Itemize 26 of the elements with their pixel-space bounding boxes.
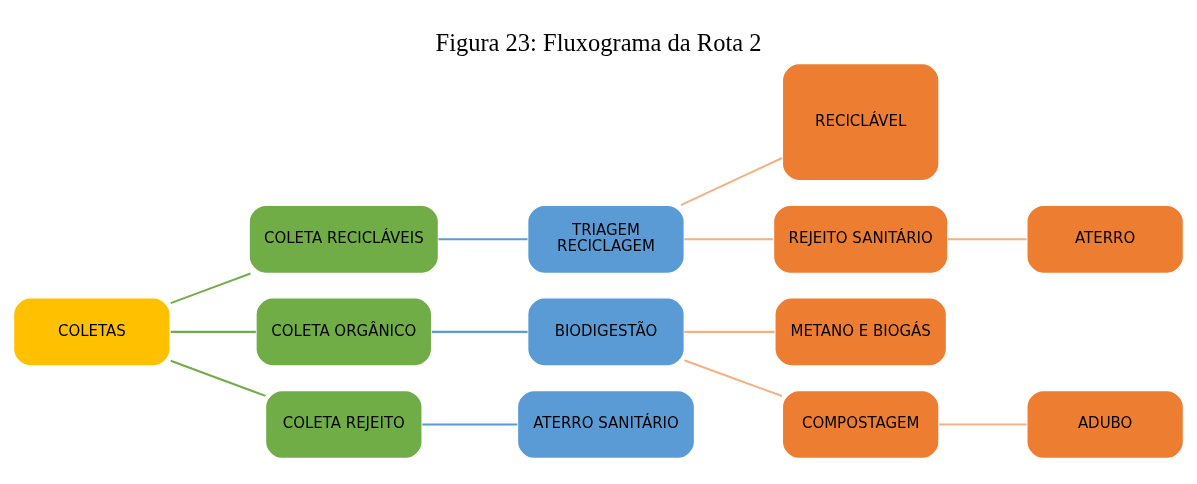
connector — [422, 423, 518, 426]
connector — [680, 157, 783, 206]
node-box: ATERRO — [1026, 204, 1185, 274]
connector — [939, 423, 1027, 426]
connector — [431, 330, 528, 333]
node-box: COLETAS — [12, 297, 171, 367]
connector — [684, 330, 775, 333]
node-box: ATERRO SANITÁRIO — [516, 389, 696, 460]
node-box: TRIAGEM RECICLAGEM — [527, 204, 685, 274]
node-box: COLETA ORGÂNICO — [255, 297, 433, 367]
connector — [683, 359, 783, 398]
node-box: COLETA RECICLÁVEIS — [248, 204, 440, 274]
connector — [438, 238, 528, 241]
connector — [170, 330, 256, 333]
node-box: BIODIGESTÃO — [527, 297, 685, 367]
node-box: COMPOSTAGEM — [781, 389, 940, 460]
connector — [170, 272, 251, 305]
node-box: METANO E BIOGÁS — [774, 297, 948, 367]
node-box: RECICLÁVEL — [781, 62, 940, 182]
node-box: REJEITO SANITÁRIO — [772, 204, 949, 274]
connector — [170, 359, 266, 397]
connector — [684, 238, 774, 241]
diagram-title: Figura 23: Fluxograma da Rota 2 — [435, 28, 762, 56]
node-box: ADUBO — [1026, 389, 1185, 460]
connector — [947, 238, 1027, 241]
node-box: COLETA REJEITO — [264, 389, 423, 460]
